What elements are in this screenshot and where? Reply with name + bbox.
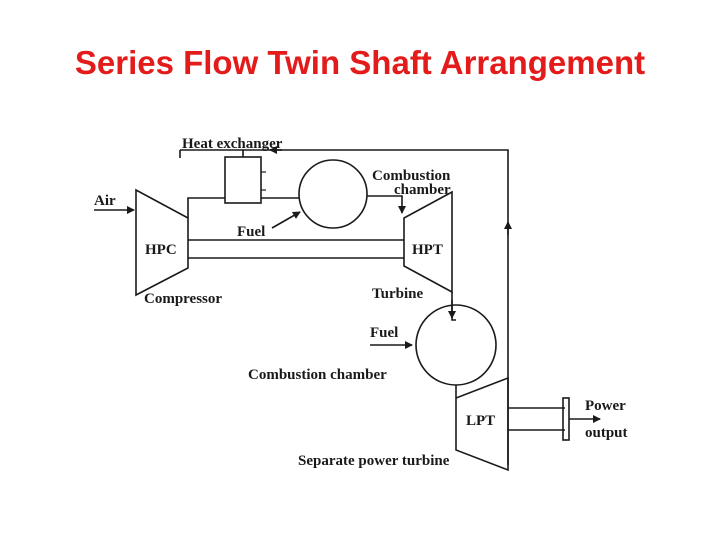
air-label: Air <box>94 193 116 209</box>
power-label-1: Power <box>585 398 626 414</box>
turbine-label: Turbine <box>372 286 423 302</box>
power-label-2: output <box>585 425 628 441</box>
heat-exchanger-label: Heat exchanger <box>182 136 283 152</box>
heat-exchanger-box <box>224 156 262 204</box>
combustion-chamber-top <box>298 159 368 229</box>
separate-power-turbine-label: Separate power turbine <box>298 453 450 469</box>
combustion-top-label-1: Combustion <box>372 168 451 184</box>
exhaust-return-line <box>242 149 509 465</box>
combustion-chamber-bottom <box>415 304 497 386</box>
combustion-bottom-label: Combustion chamber <box>248 367 387 383</box>
power-coupling <box>562 397 570 441</box>
hpt-label: HPT <box>412 242 443 258</box>
fuel-top-label: Fuel <box>237 224 265 240</box>
page-title: Series Flow Twin Shaft Arrangement <box>74 44 646 81</box>
lpt-turbine-shape <box>455 376 509 472</box>
hpc-compressor-shape <box>135 188 189 297</box>
combustion-top-label-2: chamber <box>394 182 451 198</box>
compressor-label: Compressor <box>144 291 222 307</box>
fuel-bottom-label: Fuel <box>370 325 398 341</box>
hpc-label: HPC <box>145 242 177 258</box>
lpt-label: LPT <box>466 413 495 429</box>
